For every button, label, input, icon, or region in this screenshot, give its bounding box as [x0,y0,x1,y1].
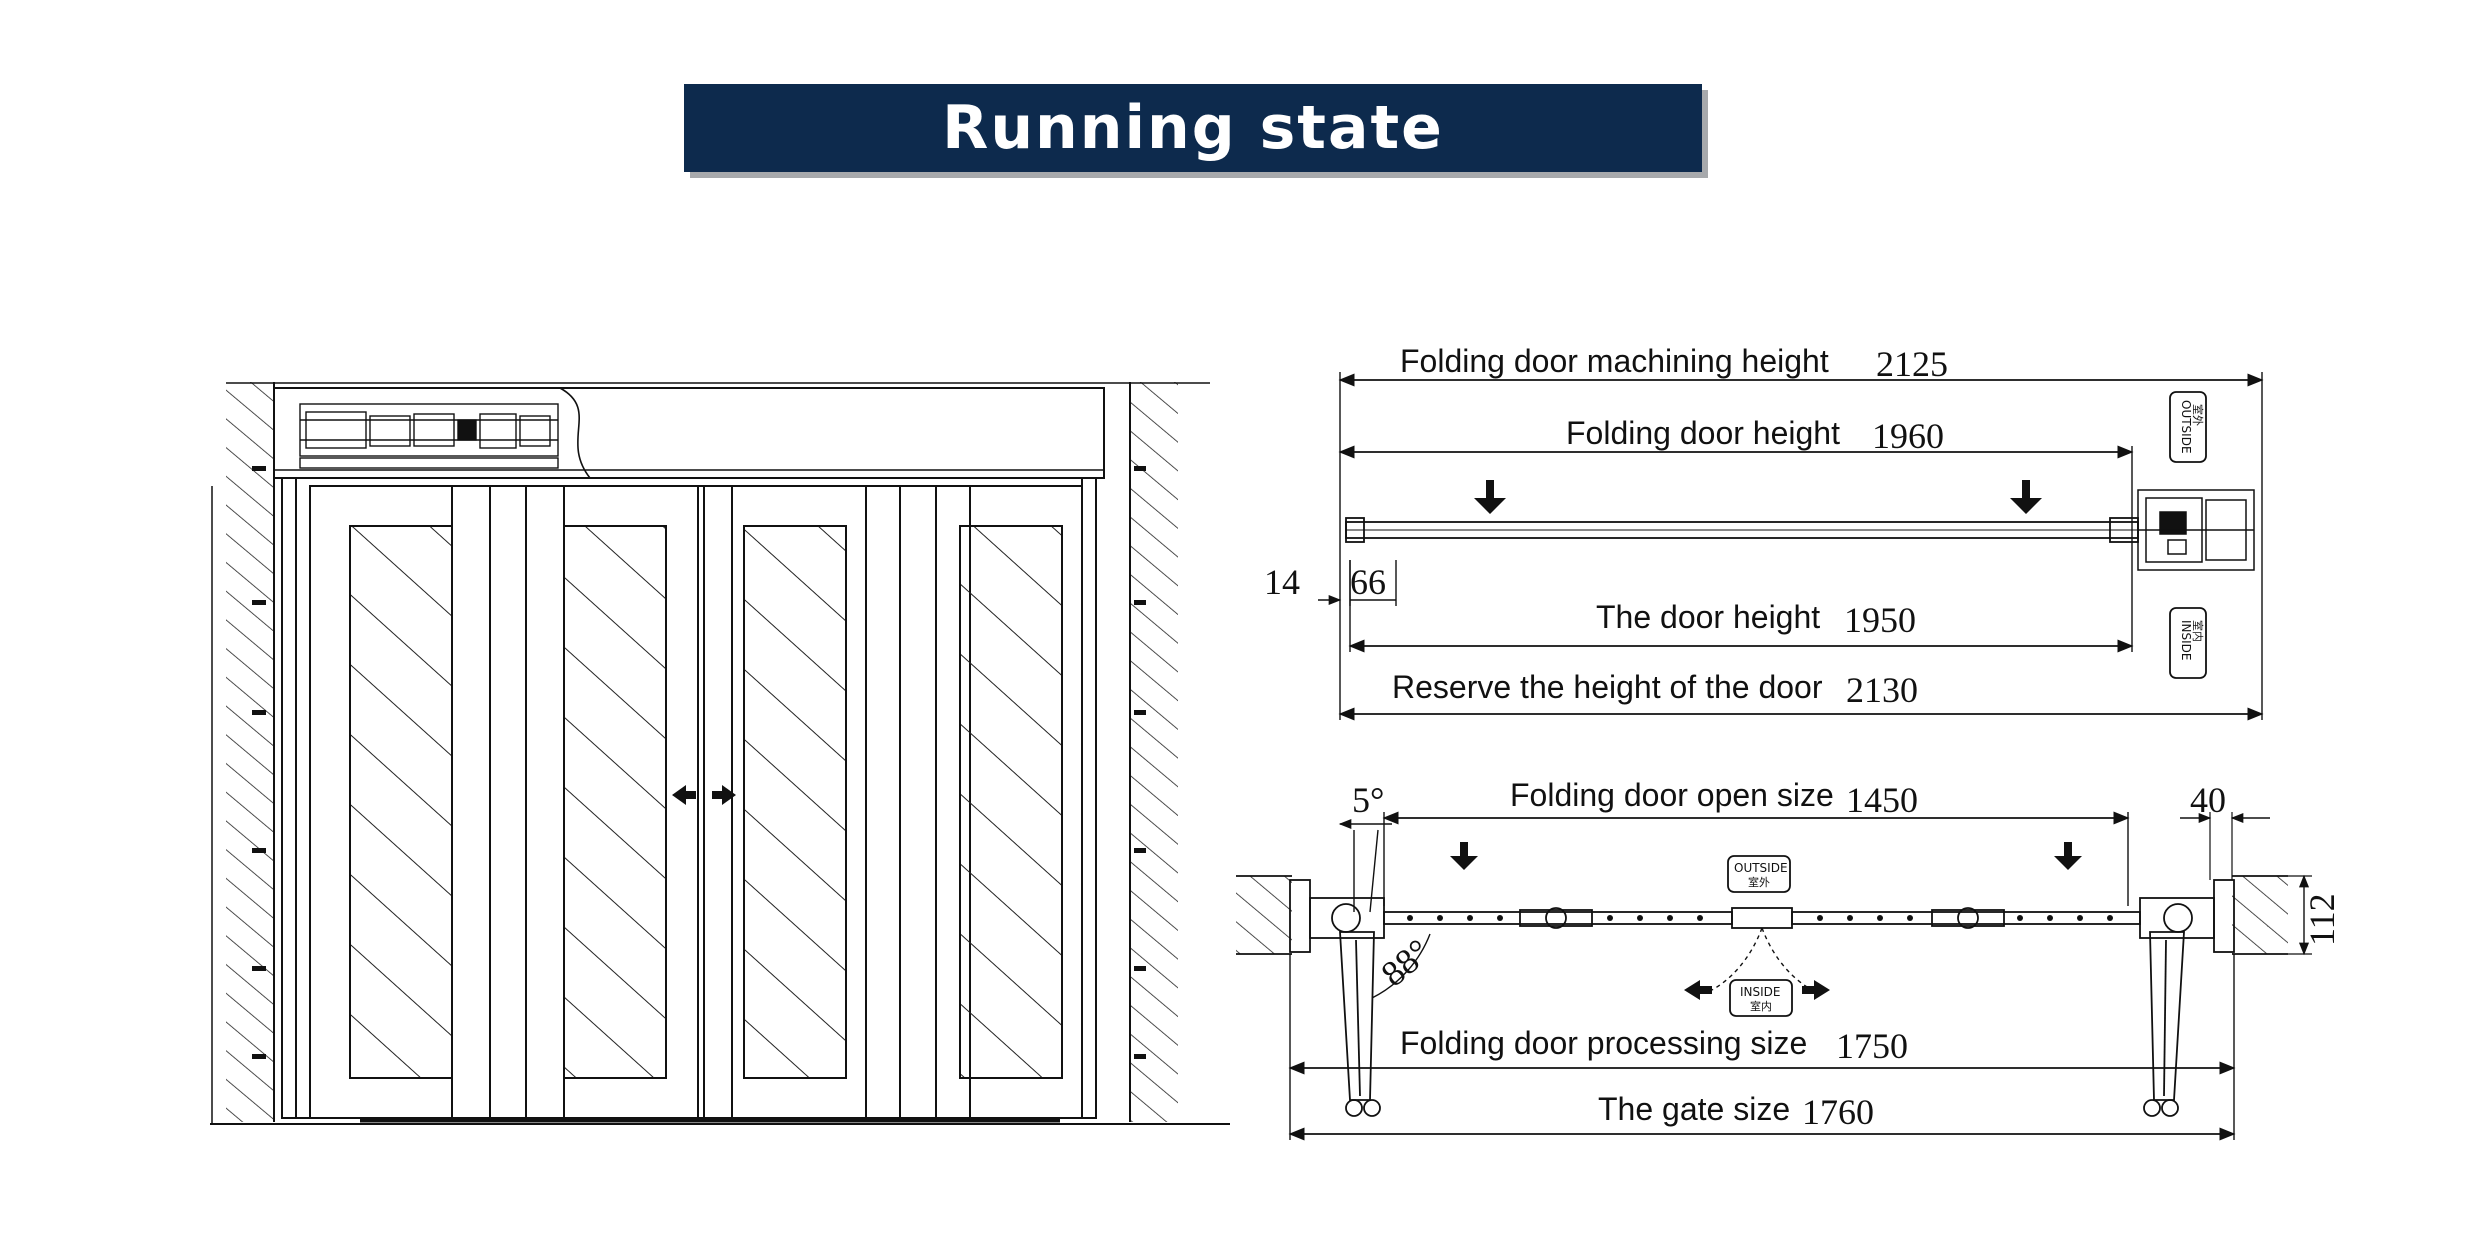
value-left-offset: 66 [1350,562,1386,602]
plan-right-wall [2232,876,2288,954]
value-depth: 112 [2302,893,2342,946]
outside-tag-text: OUTSIDE [2179,400,2193,454]
label-door-height: The door height [1596,599,1820,635]
outside-tag [2169,391,2207,463]
value-gate-size: 1760 [1802,1092,1874,1132]
label-door-height-fold: Folding door height [1566,415,1840,451]
down-arrow-icon [1474,480,1506,514]
outside-tag-cn: 室外 [2191,404,2205,426]
label-open-size: Folding door open size [1510,777,1834,813]
value-left-gap: 14 [1264,562,1300,602]
label-reserve-height: Reserve the height of the door [1392,669,1823,705]
plan-view [1236,811,2312,1141]
pivot-arm-right [2143,931,2185,1117]
title-banner: Running state [684,84,1702,172]
glass-panel-2 [563,525,667,1079]
operator-header [273,387,1105,479]
plan-labels: 5° Folding door open size 1450 40 112 88… [1352,777,2342,1132]
left-arrow-icon [672,785,696,805]
plan-outside-tag-cn: 室外 [1748,875,1770,889]
value-reserve-height: 2130 [1846,670,1918,710]
elevation-view [210,382,1230,1125]
plan-leaf-right [1791,911,2141,925]
inside-tag-text: INSIDE [2179,620,2193,661]
value-right-gap: 40 [2190,780,2226,820]
value-door-height-fold: 1960 [1872,416,1944,456]
operator-unit [299,403,559,469]
plan-inside-tag-cn: 室内 [1750,999,1772,1013]
plan-inside-tag-text: INSIDE [1740,985,1781,999]
plan-outside-tag [1727,855,1791,893]
inside-tag [2169,607,2207,679]
plan-leaf-left [1383,911,1733,925]
value-angle-small: 5° [1352,780,1384,820]
value-processing-size: 1750 [1836,1026,1908,1066]
value-angle-large: 88° [1373,931,1437,994]
right-wall [1130,382,1178,1122]
section-labels: Folding door machining height 2125 Foldi… [1264,343,2205,710]
value-open-size: 1450 [1846,780,1918,820]
value-door-height: 1950 [1844,600,1916,640]
label-gate-size: The gate size [1598,1091,1790,1127]
plan-outside-tag-text: OUTSIDE [1734,861,1788,875]
glass-panel-1 [349,525,453,1079]
label-processing-size: Folding door processing size [1400,1025,1807,1061]
pivot-arm-left [1339,931,1381,1117]
right-arrow-icon [712,785,736,805]
glass-panel-3 [743,525,847,1079]
page-title: Running state [942,93,1444,163]
plan-left-wall [1236,876,1292,954]
down-arrow-icon [1450,842,1478,870]
swing-right-arrow-icon [1802,980,1830,1000]
down-arrow-icon [2054,842,2082,870]
plan-inside-tag [1729,979,1793,1017]
down-arrow-icon [2010,480,2042,514]
wall-anchors [252,466,1146,1059]
swing-left-arrow-icon [1684,980,1712,1000]
value-machining-height: 2125 [1876,344,1948,384]
section-view [1318,372,2264,721]
inside-tag-cn: 室内 [2191,620,2205,642]
operator-section [2137,489,2255,571]
glass-panel-4 [959,525,1063,1079]
label-machining-height: Folding door machining height [1400,343,1829,379]
left-wall [226,382,274,1122]
